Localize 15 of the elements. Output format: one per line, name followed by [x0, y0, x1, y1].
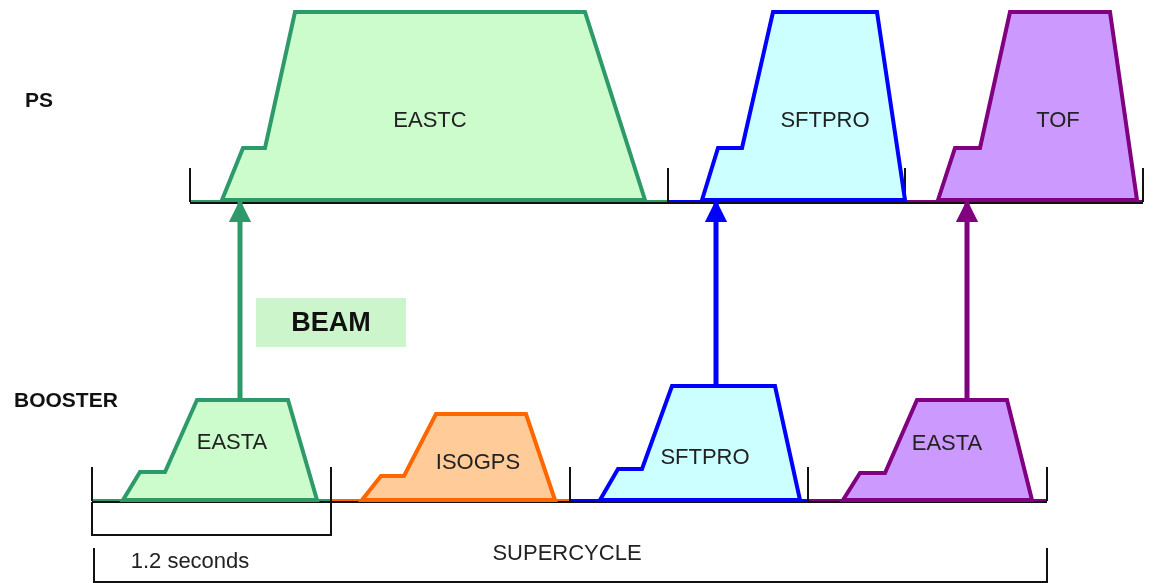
dimension-label: SUPERCYCLE: [492, 540, 642, 566]
cycle-label: EASTA: [196, 429, 268, 455]
cycle-label: EASTC: [393, 107, 467, 133]
row-label: PS: [25, 88, 53, 112]
cycle-label: SFTPRO: [780, 107, 870, 133]
beam-transfer-arrow: [955, 199, 979, 398]
beam-transfer-arrow: [704, 199, 728, 384]
dimension-label: 1.2 seconds: [130, 548, 250, 574]
cycle-label: EASTA: [911, 430, 983, 456]
beam-transfer-arrow: [228, 199, 252, 398]
row-label: BOOSTER: [14, 388, 118, 412]
beam-label-box: BEAM: [256, 298, 406, 347]
cycle-label: TOF: [1036, 107, 1080, 133]
cycle-label: SFTPRO: [660, 444, 750, 470]
cycle-label: ISOGPS: [435, 449, 521, 475]
